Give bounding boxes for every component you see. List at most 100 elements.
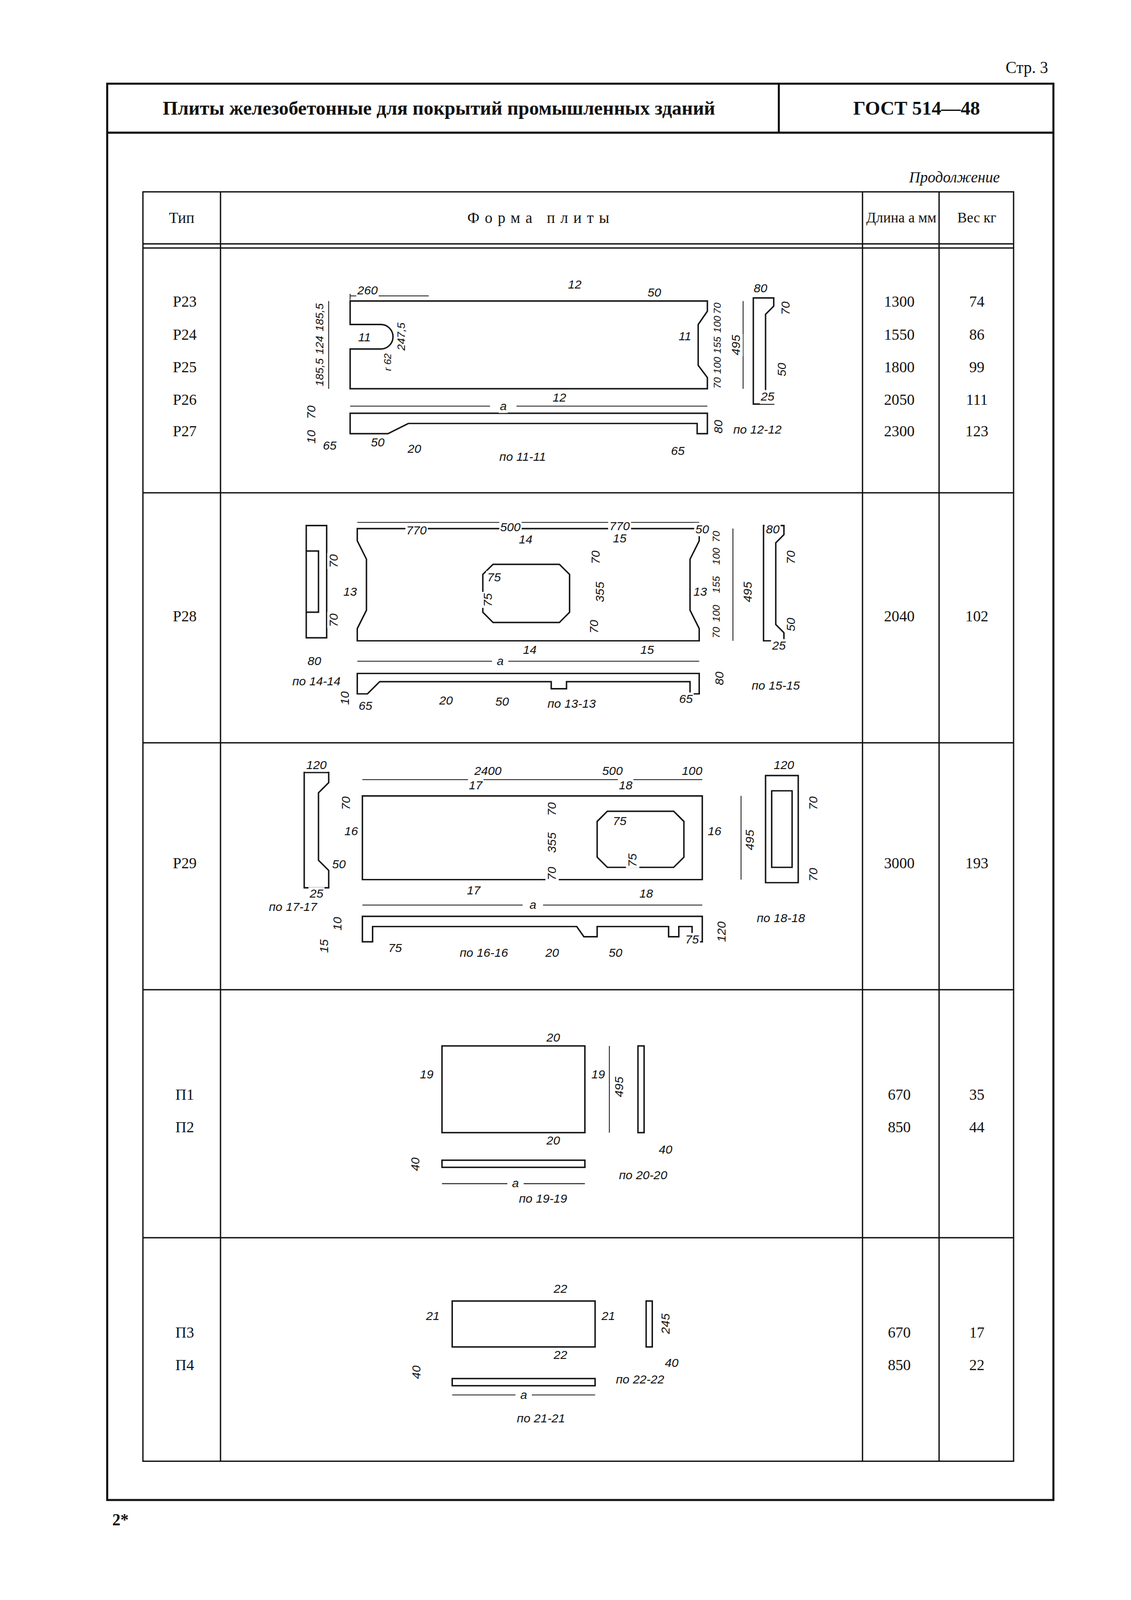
dimension-label: 70 bbox=[711, 626, 723, 640]
dimension-label: 17 bbox=[467, 779, 484, 793]
dimension-label: 10 bbox=[338, 690, 352, 707]
table-cell: П3 bbox=[174, 1324, 196, 1342]
drawing-line bbox=[452, 1395, 516, 1397]
dimension-label: 495 bbox=[743, 829, 758, 852]
dimension-label: 21 bbox=[600, 1310, 617, 1324]
dimension-label: 80 bbox=[752, 282, 769, 296]
table-cell: 22 bbox=[968, 1357, 986, 1375]
dimension-label: 155 bbox=[712, 335, 724, 355]
dimension-label: 70 bbox=[589, 549, 603, 566]
dimension-label: 770 bbox=[608, 520, 631, 534]
dimension-label: 16 bbox=[343, 825, 360, 839]
dimension-label: 22 bbox=[552, 1348, 569, 1363]
table-cell: 99 bbox=[968, 359, 986, 377]
dimension-label: 100 bbox=[711, 603, 723, 624]
drawing-line bbox=[523, 1183, 586, 1185]
table-cell: Р28 bbox=[171, 608, 198, 626]
dimension-label: 50 bbox=[694, 522, 711, 537]
section-label: по 11-11 bbox=[498, 450, 547, 465]
plate-drawings bbox=[304, 293, 799, 1396]
dimension-label: a bbox=[519, 1388, 529, 1403]
dimension-label: 100 bbox=[680, 765, 704, 779]
table-cell: Р29 bbox=[171, 855, 198, 873]
dimension-label: 15 bbox=[639, 643, 656, 657]
section-label: по 20-20 bbox=[617, 1169, 668, 1183]
dimension-label: 245 bbox=[658, 1312, 673, 1335]
table-cell: 17 bbox=[968, 1324, 986, 1342]
dimension-label: 70 bbox=[339, 795, 353, 812]
drawing-line bbox=[763, 525, 784, 641]
drawing-line bbox=[740, 795, 742, 880]
drawing-line bbox=[362, 916, 703, 943]
dimension-label: 65 bbox=[321, 439, 338, 453]
dimension-label: 50 bbox=[775, 361, 789, 378]
dimension-label: r 62 bbox=[382, 352, 394, 373]
section-label: по 19-19 bbox=[518, 1192, 569, 1207]
section-label: по 16-16 bbox=[458, 946, 509, 960]
dimension-label: 10 bbox=[331, 916, 345, 933]
drawing-line bbox=[357, 522, 700, 524]
dimension-label: 70 bbox=[327, 612, 341, 629]
section-label: по 15-15 bbox=[750, 679, 801, 693]
table-cell: П1 bbox=[174, 1086, 196, 1104]
page-title: Плиты железобетонные для покрытий промыш… bbox=[161, 97, 717, 119]
dimension-label: 75 bbox=[626, 852, 640, 869]
table-header: Форма плиты bbox=[466, 210, 616, 228]
dimension-label: 14 bbox=[518, 533, 535, 547]
drawing-line bbox=[596, 811, 684, 868]
dimension-label: 12 bbox=[551, 391, 568, 405]
drawing-line bbox=[362, 904, 523, 906]
table-cell: 1300 bbox=[882, 293, 916, 312]
dimension-label: 22 bbox=[552, 1282, 569, 1296]
table-cell: 1800 bbox=[882, 359, 916, 377]
drawing-line bbox=[508, 660, 700, 663]
table-cell: 2300 bbox=[882, 423, 916, 441]
dimension-label: 18 bbox=[617, 779, 634, 793]
drawing-line bbox=[482, 564, 570, 623]
drawing-line bbox=[357, 660, 493, 663]
dimension-label: 120 bbox=[714, 920, 729, 944]
drawing-line bbox=[349, 413, 708, 434]
drawing-line bbox=[142, 247, 1014, 249]
drawing-line bbox=[142, 192, 1014, 1462]
table-cell: 193 bbox=[964, 855, 990, 873]
dimension-label: 50 bbox=[330, 857, 347, 872]
table-cell: 2040 bbox=[882, 608, 916, 626]
table-cell: 123 bbox=[964, 423, 990, 441]
dimension-label: 70 bbox=[304, 404, 318, 421]
table-cell: 2050 bbox=[882, 391, 916, 409]
dimension-label: 50 bbox=[607, 946, 624, 960]
dimension-label: 70 bbox=[545, 801, 560, 818]
dimension-label: 70 bbox=[779, 300, 793, 317]
section-label: по 13-13 bbox=[546, 697, 597, 712]
dimension-label: 15 bbox=[611, 532, 628, 546]
dimension-label: 19 bbox=[590, 1068, 607, 1082]
dimension-label: 16 bbox=[706, 825, 723, 839]
drawing-line bbox=[638, 1046, 644, 1134]
drawing-line bbox=[765, 775, 799, 883]
dimension-label: 500 bbox=[601, 765, 624, 779]
dimension-label: 70 bbox=[806, 795, 820, 812]
dimension-label: 355 bbox=[593, 580, 607, 604]
dimension-label: 247,5 bbox=[394, 321, 408, 353]
dimension-label: 100 bbox=[711, 546, 723, 567]
drawing-line bbox=[441, 1046, 585, 1134]
table-cell: 44 bbox=[968, 1119, 986, 1137]
page-number: Стр. 3 bbox=[1004, 59, 1050, 78]
dimension-label: 15 bbox=[317, 938, 332, 955]
dimension-label: 500 bbox=[499, 521, 522, 535]
table-cell: 35 bbox=[968, 1086, 986, 1104]
dimension-label: a bbox=[498, 399, 508, 413]
drawing-line bbox=[441, 1160, 585, 1168]
dimension-label: 50 bbox=[494, 695, 511, 710]
section-label: по 12-12 bbox=[731, 423, 783, 437]
table-cell: 111 bbox=[965, 391, 990, 409]
page-frame bbox=[107, 83, 1054, 1501]
dimension-label: 50 bbox=[784, 616, 798, 633]
dimension-label: 75 bbox=[611, 815, 628, 829]
dimension-label: 40 bbox=[409, 1365, 424, 1382]
drawing-line bbox=[357, 528, 700, 641]
table-cell: 102 bbox=[964, 608, 990, 626]
dimension-label: 70 bbox=[545, 865, 560, 882]
dimension-label: 185,5 bbox=[313, 357, 326, 388]
